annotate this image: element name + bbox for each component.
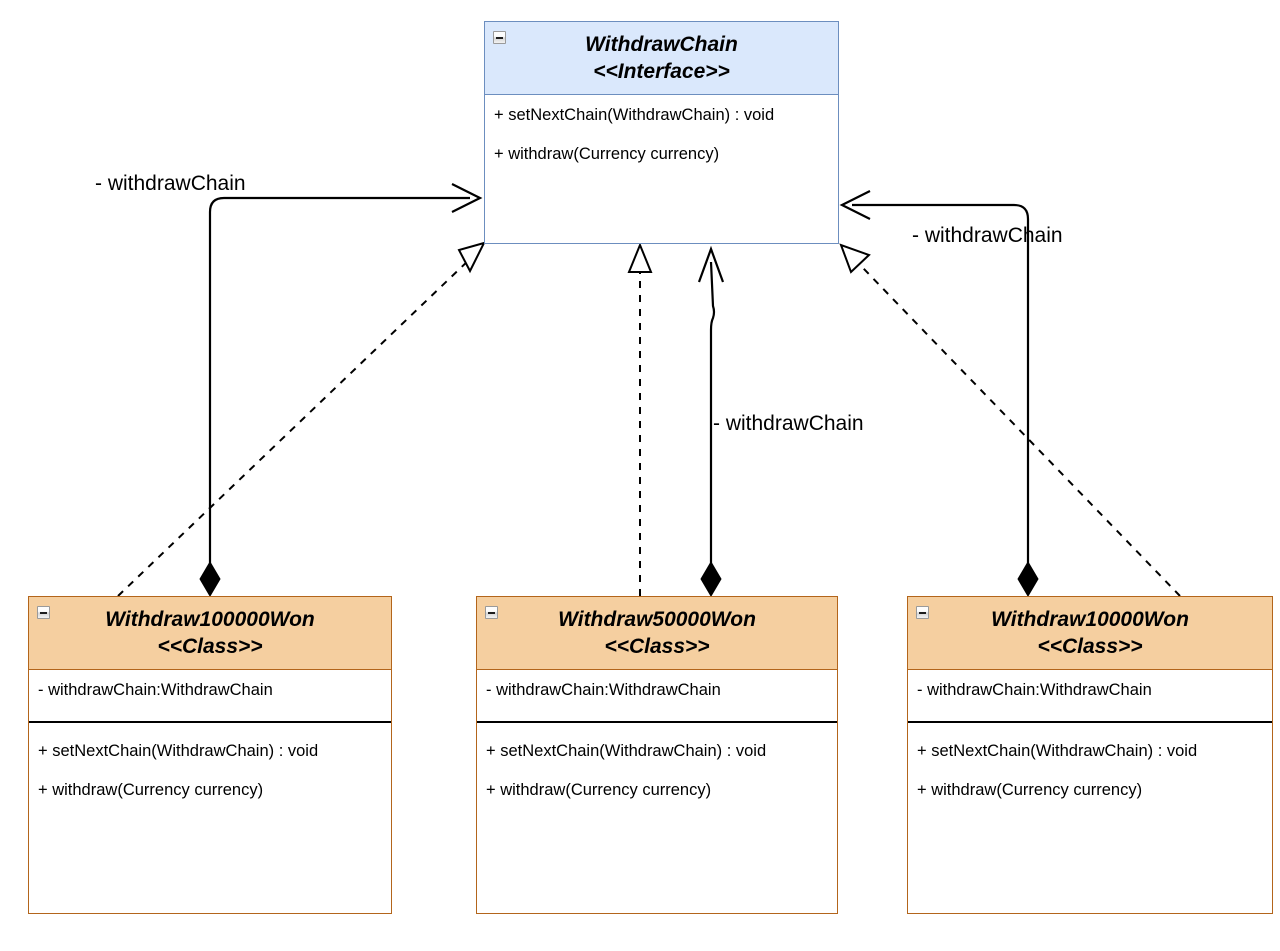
class-method-0: + setNextChain(WithdrawChain) : void xyxy=(38,742,319,760)
class-methods-compartment: + setNextChain(WithdrawChain) : void + w… xyxy=(29,723,391,810)
realization-withdraw10000won xyxy=(839,243,1181,597)
class-attributes-compartment: - withdrawChain:WithdrawChain xyxy=(477,670,837,723)
collapse-minus-icon[interactable] xyxy=(37,606,50,619)
class-name: Withdraw10000Won xyxy=(991,608,1189,631)
class-method-1: + withdraw(Currency currency) xyxy=(917,781,1143,799)
class-method-1: + withdraw(Currency currency) xyxy=(38,781,264,799)
class-header: Withdraw100000Won <<Class>> xyxy=(29,597,391,670)
collapse-minus-icon[interactable] xyxy=(485,606,498,619)
class-attribute-0: - withdrawChain:WithdrawChain xyxy=(917,681,1152,699)
interface-method-0: + setNextChain(WithdrawChain) : void xyxy=(494,106,775,124)
interface-header: WithdrawChain <<Interface>> xyxy=(485,22,838,95)
class-methods-compartment: + setNextChain(WithdrawChain) : void + w… xyxy=(477,723,837,810)
composition-withdraw100000won xyxy=(199,183,483,597)
interface-methods-compartment: + setNextChain(WithdrawChain) : void + w… xyxy=(485,95,838,174)
interface-stereotype: <<Interface>> xyxy=(593,60,730,83)
class-stereotype: <<Class>> xyxy=(604,635,710,658)
class-name: Withdraw100000Won xyxy=(105,608,315,631)
class-attribute-0: - withdrawChain:WithdrawChain xyxy=(486,681,721,699)
interface-method-1: + withdraw(Currency currency) xyxy=(494,145,720,163)
class-header: Withdraw10000Won <<Class>> xyxy=(908,597,1272,670)
class-attribute-0: - withdrawChain:WithdrawChain xyxy=(38,681,273,699)
collapse-minus-icon[interactable] xyxy=(493,31,506,44)
class-header: Withdraw50000Won <<Class>> xyxy=(477,597,837,670)
realization-withdraw50000won xyxy=(627,242,653,596)
edge-label-left: - withdrawChain xyxy=(95,172,246,195)
realization-withdraw100000won xyxy=(117,241,486,597)
interface-name: WithdrawChain xyxy=(585,33,738,56)
class-method-0: + setNextChain(WithdrawChain) : void xyxy=(486,742,767,760)
edge-label-right: - withdrawChain xyxy=(912,224,1063,247)
class-attributes-compartment: - withdrawChain:WithdrawChain xyxy=(29,670,391,723)
edge-label-middle: - withdrawChain xyxy=(713,412,864,435)
class-stereotype: <<Class>> xyxy=(1037,635,1143,658)
class-stereotype: <<Class>> xyxy=(157,635,263,658)
collapse-minus-icon[interactable] xyxy=(916,606,929,619)
class-withdraw10000won[interactable]: Withdraw10000Won <<Class>> - withdrawCha… xyxy=(907,596,1273,914)
class-withdraw50000won[interactable]: Withdraw50000Won <<Class>> - withdrawCha… xyxy=(476,596,838,914)
class-withdraw100000won[interactable]: Withdraw100000Won <<Class>> - withdrawCh… xyxy=(28,596,392,914)
class-method-0: + setNextChain(WithdrawChain) : void xyxy=(917,742,1198,760)
class-attributes-compartment: - withdrawChain:WithdrawChain xyxy=(908,670,1272,723)
class-name: Withdraw50000Won xyxy=(558,608,756,631)
class-method-1: + withdraw(Currency currency) xyxy=(486,781,712,799)
composition-withdraw10000won xyxy=(839,190,1039,597)
class-methods-compartment: + setNextChain(WithdrawChain) : void + w… xyxy=(908,723,1272,810)
interface-withdrawchain[interactable]: WithdrawChain <<Interface>> + setNextCha… xyxy=(484,21,839,244)
